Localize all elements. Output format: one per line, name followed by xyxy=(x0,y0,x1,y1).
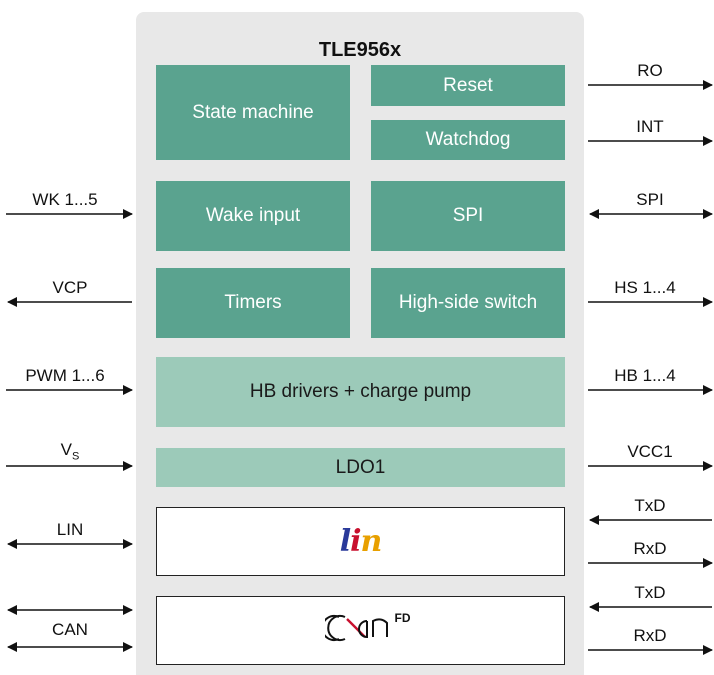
can-txd-label: TxD xyxy=(634,583,666,602)
timers-block: Timers xyxy=(156,268,350,338)
pwm-label: PWM 1...6 xyxy=(25,366,105,385)
lin-logo-n: n xyxy=(360,524,383,559)
state-machine-block: State machine xyxy=(156,65,350,160)
spi-block: SPI xyxy=(371,181,565,251)
lin-rxd-label: RxD xyxy=(633,539,667,558)
spi-label: SPI xyxy=(636,190,664,209)
lin-txd-label: TxD xyxy=(634,496,666,515)
vs-label-main: V xyxy=(60,440,72,459)
lin-label: LIN xyxy=(56,520,84,539)
watchdog-block: Watchdog xyxy=(371,120,565,160)
hb-label: HB 1...4 xyxy=(614,366,676,385)
reset-block: Reset xyxy=(371,65,565,106)
lin-logo-i: i xyxy=(350,524,361,559)
int-label: INT xyxy=(636,117,664,136)
ldo1-block: LDO1 xyxy=(156,448,565,487)
lin-transceiver-block: lin xyxy=(156,507,565,576)
chip-title: TLE956x xyxy=(318,39,402,61)
can-transceiver-block: FD xyxy=(156,596,565,665)
hb-drivers-block: HB drivers + charge pump xyxy=(156,357,565,427)
can-rxd-label: RxD xyxy=(633,626,667,645)
can-fd-label: FD xyxy=(394,610,411,625)
vs-label: VS xyxy=(10,440,130,462)
wake-input-block: Wake input xyxy=(156,181,350,251)
can-label: CAN xyxy=(52,620,88,639)
vcc1-label: VCC1 xyxy=(627,442,673,461)
vs-label-sub: S xyxy=(72,450,80,463)
high-side-switch-block: High-side switch xyxy=(371,268,565,338)
ro-label: RO xyxy=(637,61,663,80)
lin-logo: lin xyxy=(339,524,383,559)
lin-logo-l: l xyxy=(339,524,351,559)
wk-label: WK 1...5 xyxy=(32,190,98,209)
hs-label: HS 1...4 xyxy=(614,278,676,297)
vcp-label: VCP xyxy=(52,278,88,297)
